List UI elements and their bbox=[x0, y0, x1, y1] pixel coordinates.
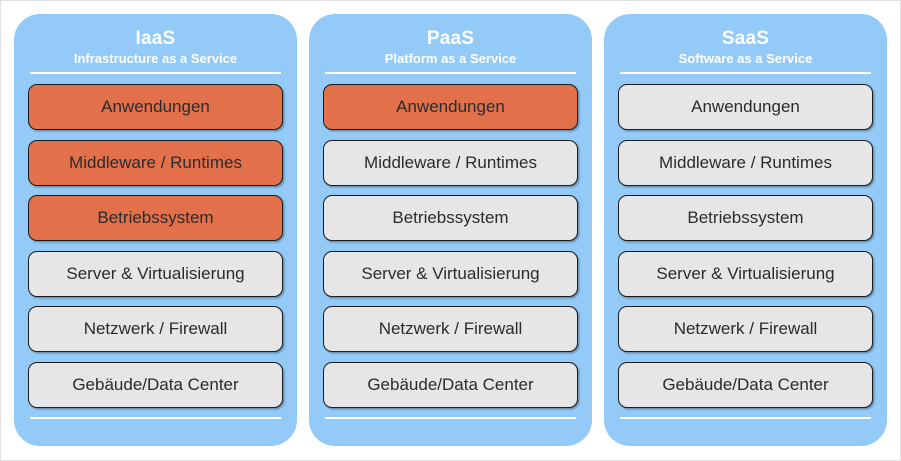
layer-stack-saas: Anwendungen Middleware / Runtimes Betrie… bbox=[618, 74, 873, 417]
layer-box[interactable]: Betriebssystem bbox=[618, 195, 873, 242]
footer-divider-iaas bbox=[30, 417, 281, 419]
panel-footer-paas bbox=[323, 419, 578, 446]
panel-footer-saas bbox=[618, 419, 873, 446]
layer-box[interactable]: Netzwerk / Firewall bbox=[323, 306, 578, 353]
panel-title-iaas: IaaS bbox=[135, 28, 176, 49]
layer-box[interactable]: Netzwerk / Firewall bbox=[28, 306, 283, 353]
panel-iaas: IaaS Infrastructure as a Service Anwendu… bbox=[14, 14, 297, 446]
panel-saas: SaaS Software as a Service Anwendungen M… bbox=[604, 14, 887, 446]
layer-box[interactable]: Betriebssystem bbox=[323, 195, 578, 242]
layer-stack-paas: Anwendungen Middleware / Runtimes Betrie… bbox=[323, 74, 578, 417]
layer-box[interactable]: Anwendungen bbox=[323, 84, 578, 130]
layer-box[interactable]: Server & Virtualisierung bbox=[618, 250, 873, 297]
panel-title-paas: PaaS bbox=[426, 28, 475, 49]
panel-header-saas: SaaS Software as a Service bbox=[618, 14, 873, 72]
panel-title-saas: SaaS bbox=[721, 28, 770, 49]
panel-subtitle-saas: Software as a Service bbox=[678, 51, 813, 66]
header-divider-saas bbox=[620, 72, 871, 74]
footer-divider-saas bbox=[620, 417, 871, 419]
footer-divider-paas bbox=[325, 417, 576, 419]
panel-paas: PaaS Platform as a Service Anwendungen M… bbox=[309, 14, 592, 446]
layer-box[interactable]: Gebäude/Data Center bbox=[28, 361, 283, 408]
layer-box[interactable]: Middleware / Runtimes bbox=[323, 139, 578, 186]
panel-subtitle-paas: Platform as a Service bbox=[384, 51, 517, 66]
layer-box[interactable]: Middleware / Runtimes bbox=[28, 139, 283, 186]
layer-box[interactable]: Server & Virtualisierung bbox=[28, 250, 283, 297]
panel-subtitle-iaas: Infrastructure as a Service bbox=[73, 51, 238, 66]
layer-box[interactable]: Gebäude/Data Center bbox=[323, 361, 578, 408]
layer-box[interactable]: Middleware / Runtimes bbox=[618, 139, 873, 186]
layer-box[interactable]: Netzwerk / Firewall bbox=[618, 306, 873, 353]
header-divider-iaas bbox=[30, 72, 281, 74]
layer-box[interactable]: Anwendungen bbox=[28, 84, 283, 130]
panel-header-paas: PaaS Platform as a Service bbox=[323, 14, 578, 72]
header-divider-paas bbox=[325, 72, 576, 74]
layer-box[interactable]: Server & Virtualisierung bbox=[323, 250, 578, 297]
layer-box[interactable]: Gebäude/Data Center bbox=[618, 361, 873, 408]
layer-box[interactable]: Betriebssystem bbox=[28, 195, 283, 242]
panel-footer-iaas bbox=[28, 419, 283, 446]
layer-box[interactable]: Anwendungen bbox=[618, 84, 873, 130]
panel-header-iaas: IaaS Infrastructure as a Service bbox=[28, 14, 283, 72]
layer-stack-iaas: Anwendungen Middleware / Runtimes Betrie… bbox=[28, 74, 283, 417]
